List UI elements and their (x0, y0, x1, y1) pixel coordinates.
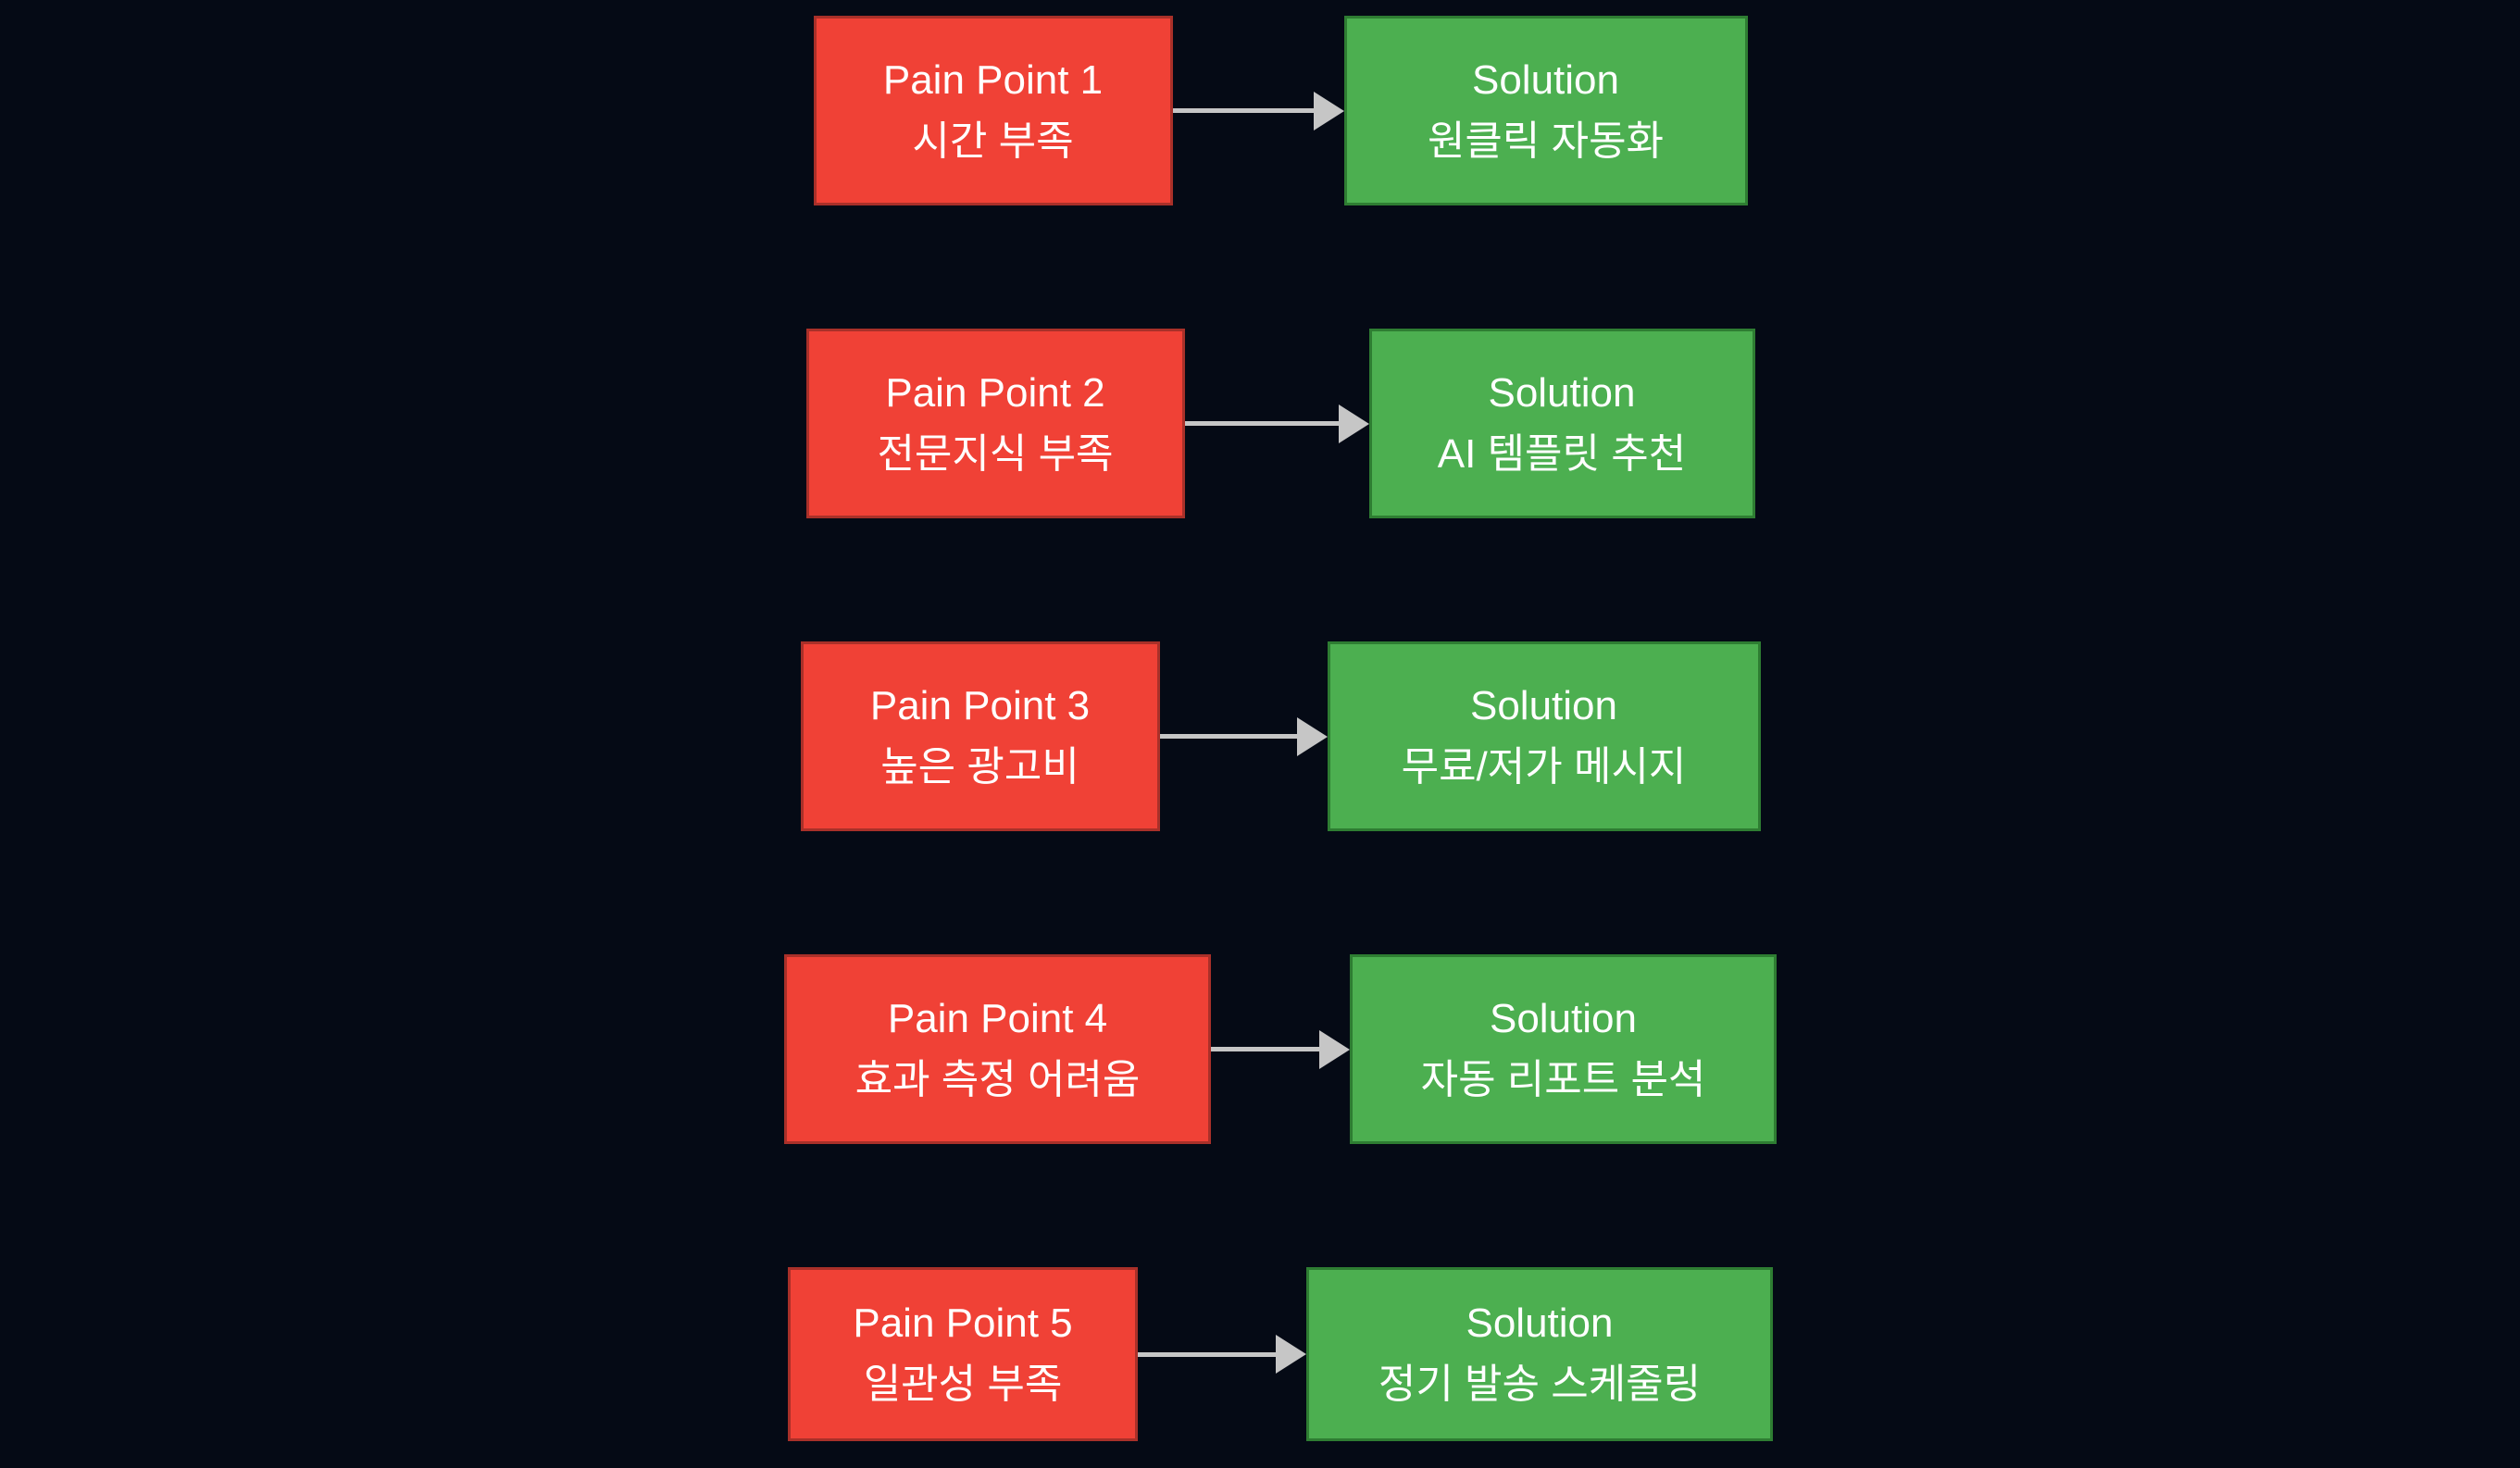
pain-point-subtitle: 전문지식 부족 (877, 430, 1114, 477)
solution-subtitle: 자동 리포트 분석 (1420, 1056, 1706, 1102)
solution-title: Solution (1489, 995, 1637, 1041)
solution-2-node: Solution AI 템플릿 추천 (1368, 329, 1755, 518)
pain-point-title: Pain Point 1 (882, 56, 1104, 103)
mapping-row-3: Pain Point 3 높은 광고비 Solution 무료/저가 메시지 (20, 641, 2520, 831)
solution-subtitle: 무료/저가 메시지 (1401, 743, 1687, 790)
arrow-connector (1211, 1029, 1350, 1070)
arrow-right-icon (1319, 1029, 1350, 1069)
solution-4-node: Solution 자동 리포트 분석 (1350, 954, 1777, 1144)
arrow-right-icon (1296, 716, 1328, 756)
pain-point-title: Pain Point 2 (885, 369, 1105, 416)
pain-point-subtitle: 시간 부족 (912, 118, 1074, 164)
arrow-line (1159, 734, 1297, 739)
pain-point-subtitle: 일관성 부족 (863, 1362, 1063, 1407)
pain-point-subtitle: 높은 광고비 (880, 743, 1079, 790)
pain-point-title: Pain Point 3 (869, 682, 1091, 728)
solution-3-node: Solution 무료/저가 메시지 (1327, 641, 1761, 831)
solution-subtitle: AI 템플릿 추천 (1437, 430, 1687, 477)
arrow-line (1172, 108, 1314, 113)
flow-diagram: Pain Point 1 시간 부족 Solution 원클릭 자동화 Pain… (20, 0, 2520, 1468)
solution-5-node: Solution 정기 발송 스케줄링 (1306, 1267, 1773, 1441)
arrow-line (1211, 1047, 1319, 1051)
arrow-connector (1184, 404, 1369, 444)
pain-point-5-node: Pain Point 5 일관성 부족 (788, 1267, 1138, 1441)
pain-point-subtitle: 효과 측정 어려움 (855, 1056, 1141, 1102)
solution-subtitle: 원클릭 자동화 (1427, 118, 1665, 164)
solution-title: Solution (1466, 1300, 1614, 1346)
solution-title: Solution (1469, 682, 1617, 728)
mapping-row-2: Pain Point 2 전문지식 부족 Solution AI 템플릿 추천 (20, 329, 2520, 518)
pain-point-3-node: Pain Point 3 높은 광고비 (800, 641, 1160, 831)
arrow-connector (1172, 91, 1344, 131)
arrow-line (1184, 421, 1339, 426)
pain-point-title: Pain Point 4 (887, 995, 1108, 1041)
pain-point-title: Pain Point 5 (853, 1300, 1073, 1346)
solution-1-node: Solution 원클릭 자동화 (1343, 16, 1748, 205)
arrow-right-icon (1313, 91, 1344, 131)
pain-point-1-node: Pain Point 1 시간 부족 (813, 16, 1173, 205)
pain-point-4-node: Pain Point 4 효과 측정 어려움 (784, 954, 1211, 1144)
mapping-row-4: Pain Point 4 효과 측정 어려움 Solution 자동 리포트 분… (20, 954, 2520, 1144)
arrow-right-icon (1276, 1335, 1306, 1374)
pain-point-2-node: Pain Point 2 전문지식 부족 (805, 329, 1185, 518)
solution-title: Solution (1471, 56, 1619, 103)
arrow-right-icon (1338, 404, 1369, 443)
solution-title: Solution (1488, 369, 1636, 416)
arrow-line (1138, 1351, 1276, 1357)
arrow-connector (1138, 1334, 1306, 1375)
arrow-connector (1159, 716, 1328, 757)
solution-subtitle: 정기 발송 스케줄링 (1378, 1362, 1702, 1407)
mapping-row-5: Pain Point 5 일관성 부족 Solution 정기 발송 스케줄링 (20, 1267, 2520, 1441)
mapping-row-1: Pain Point 1 시간 부족 Solution 원클릭 자동화 (20, 16, 2520, 205)
